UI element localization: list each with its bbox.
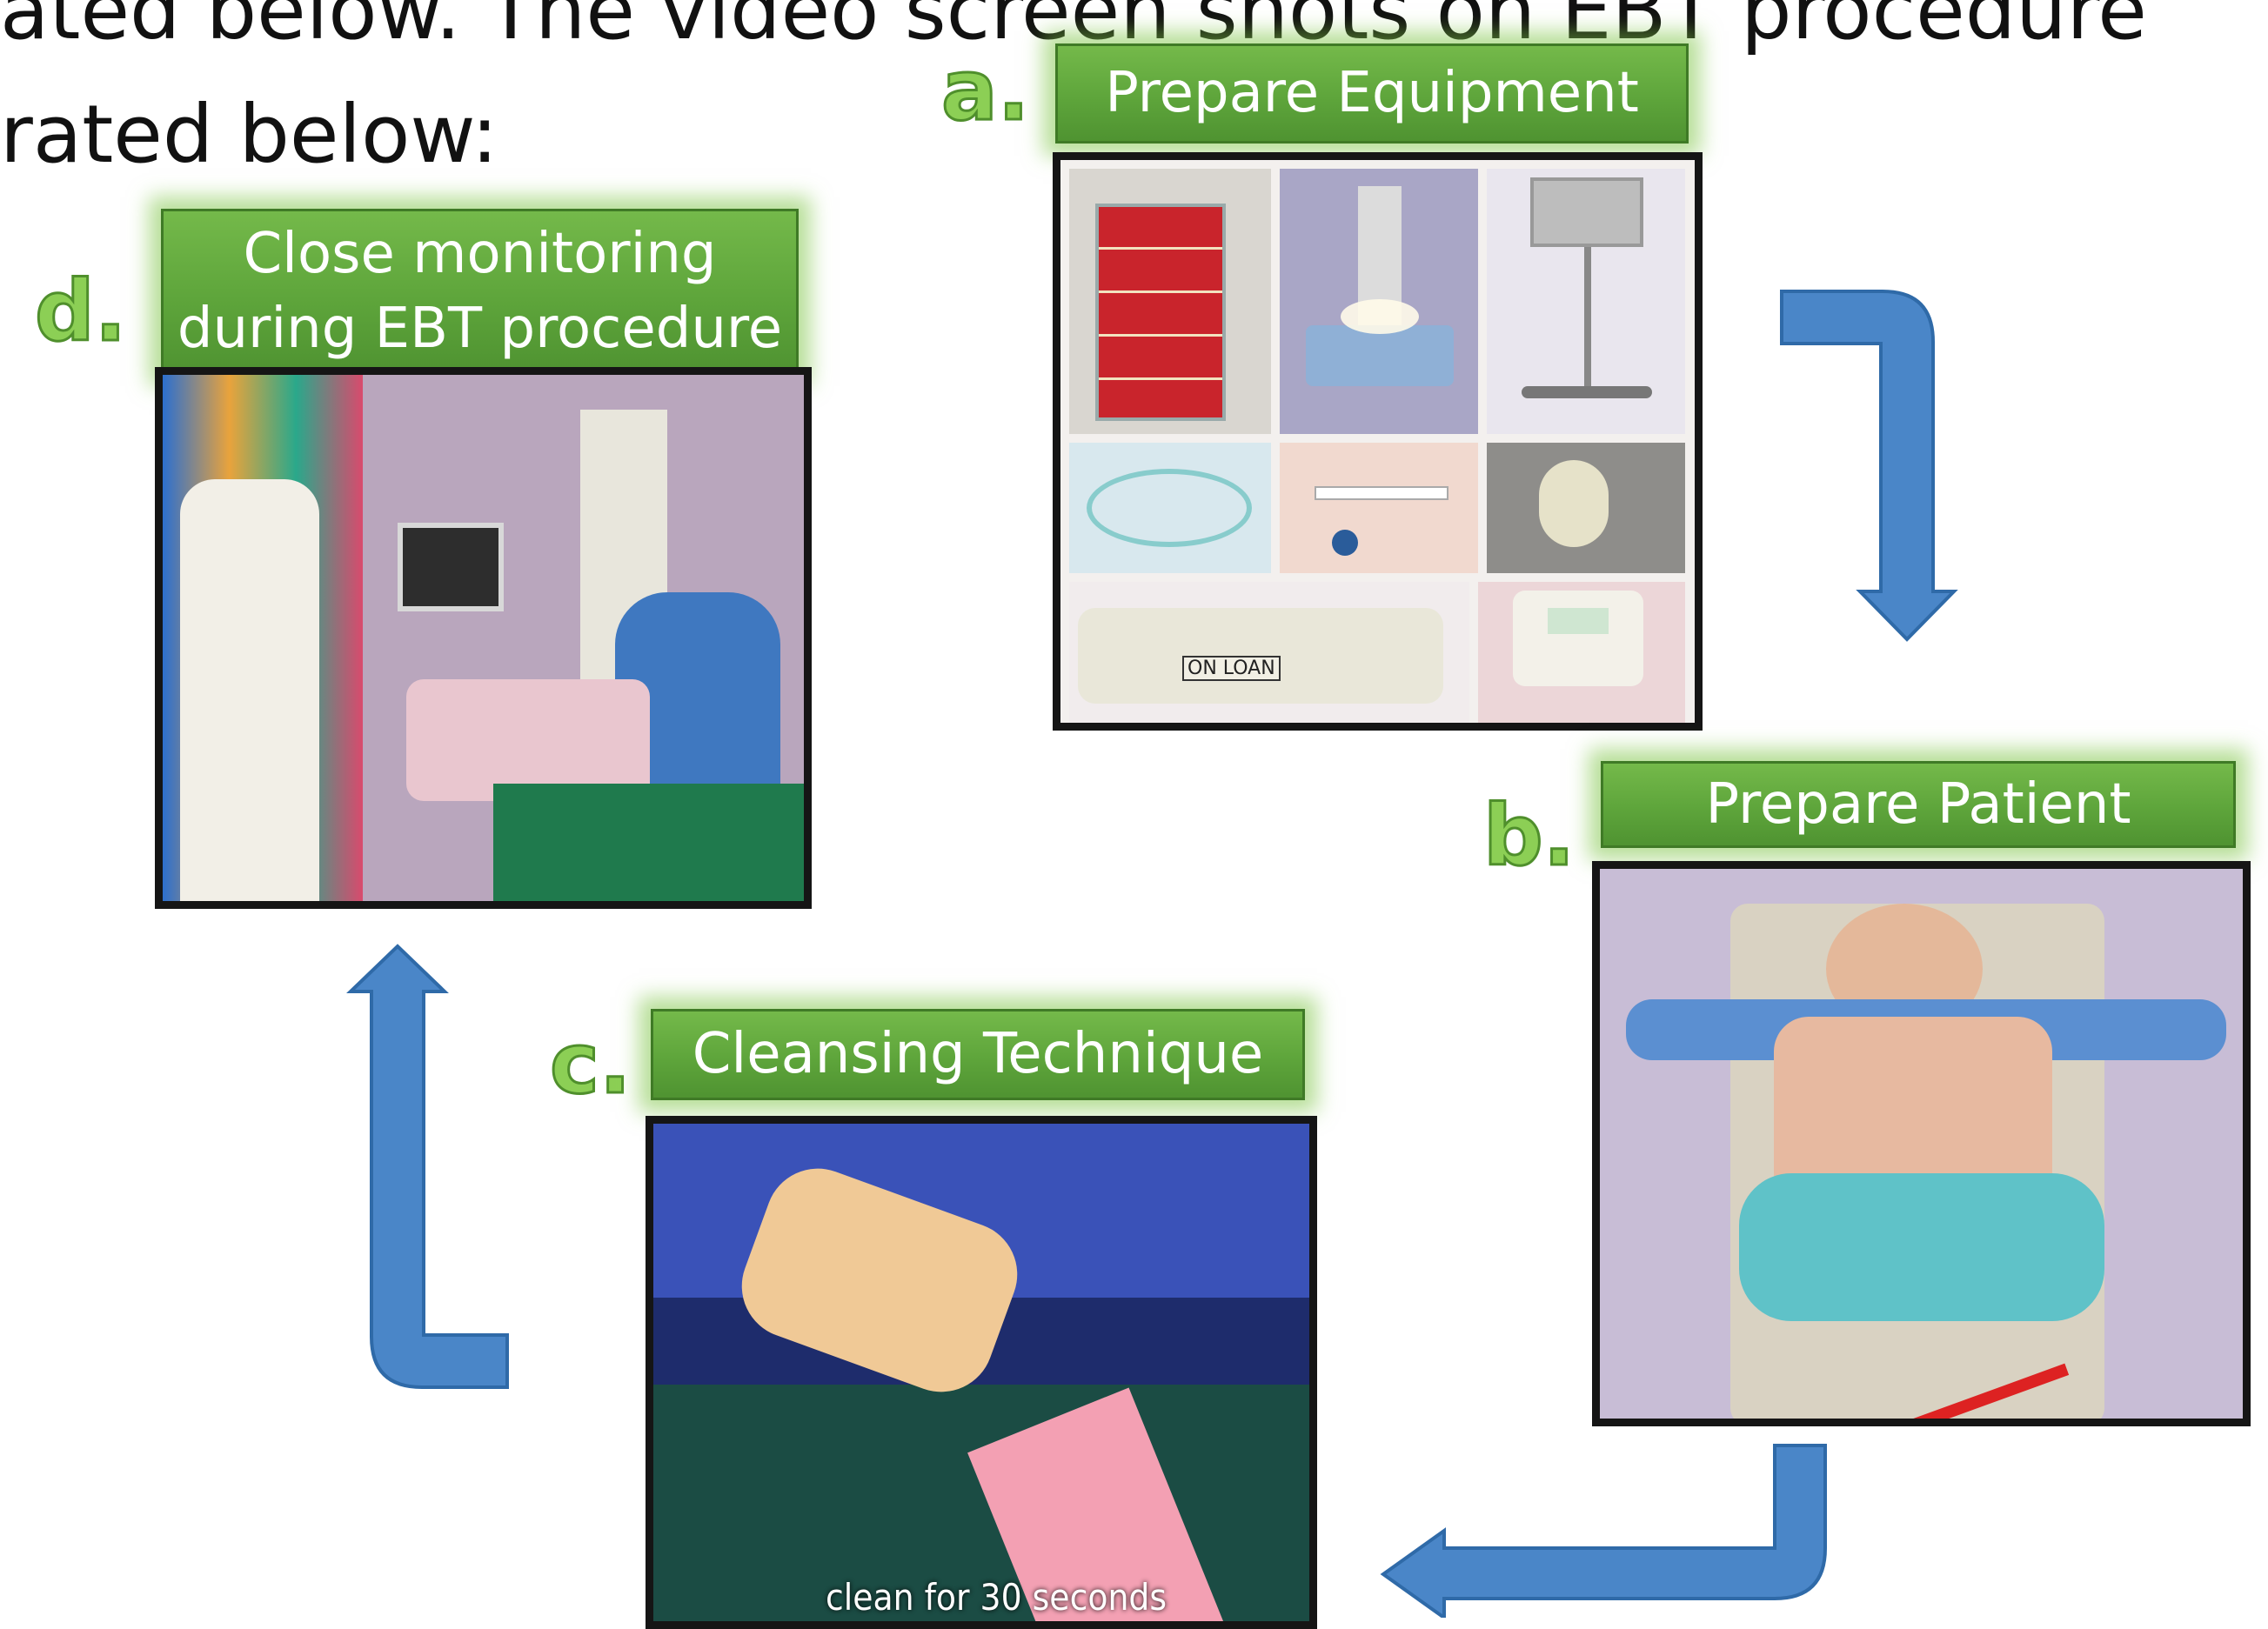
- step-a-letter: a.: [940, 41, 1030, 141]
- step-d-letter: d.: [33, 262, 127, 362]
- monitor-stand-photo: [1487, 169, 1685, 434]
- syringe-pump-photo: ON LOAN: [1069, 582, 1469, 723]
- arrow-b-to-c: [1380, 1444, 1827, 1618]
- equipment-cart-photo: [1069, 169, 1271, 434]
- step-d-banner: Close monitoring during EBT procedure: [161, 209, 799, 374]
- step-c-cleansing-photo: clean for 30 seconds: [646, 1116, 1317, 1629]
- tubing-photo: [1069, 443, 1271, 573]
- step-c-title: Cleansing Technique: [692, 1022, 1264, 1087]
- step-a-title: Prepare Equipment: [1105, 61, 1639, 126]
- step-b-patient-photo: [1592, 861, 2251, 1426]
- step-d-title-line-2: during EBT procedure: [177, 297, 783, 361]
- patient-monitor: [398, 523, 504, 611]
- nurse-left: [180, 479, 319, 901]
- arrow-a-to-b: [1780, 290, 1958, 642]
- infusion-pump-photo: [1478, 582, 1685, 723]
- arrow-c-to-d: [346, 944, 509, 1389]
- syringes-photo: [1280, 443, 1478, 573]
- resuscitator-photo: [1487, 443, 1685, 573]
- video-caption: clean for 30 seconds: [826, 1576, 1167, 1619]
- on-loan-label: ON LOAN: [1182, 656, 1281, 681]
- radiant-warmer-photo: [1280, 169, 1478, 434]
- intro-line-2: rated below:: [0, 88, 498, 181]
- step-c-banner: Cleansing Technique: [651, 1009, 1305, 1100]
- step-b-banner: Prepare Patient: [1601, 761, 2236, 848]
- green-drape: [493, 784, 804, 901]
- step-a-photo-collage: ON LOAN: [1053, 152, 1703, 731]
- infant-bed: [406, 679, 650, 801]
- step-d-monitoring-photo: [155, 367, 812, 909]
- step-b-title: Prepare Patient: [1705, 771, 2131, 837]
- step-a-banner: Prepare Equipment: [1055, 43, 1689, 144]
- manikin-diaper: [1739, 1173, 2104, 1321]
- step-c-letter: c.: [548, 1014, 632, 1114]
- step-d-title-line-1: Close monitoring: [243, 221, 717, 286]
- step-b-letter: b.: [1482, 786, 1576, 886]
